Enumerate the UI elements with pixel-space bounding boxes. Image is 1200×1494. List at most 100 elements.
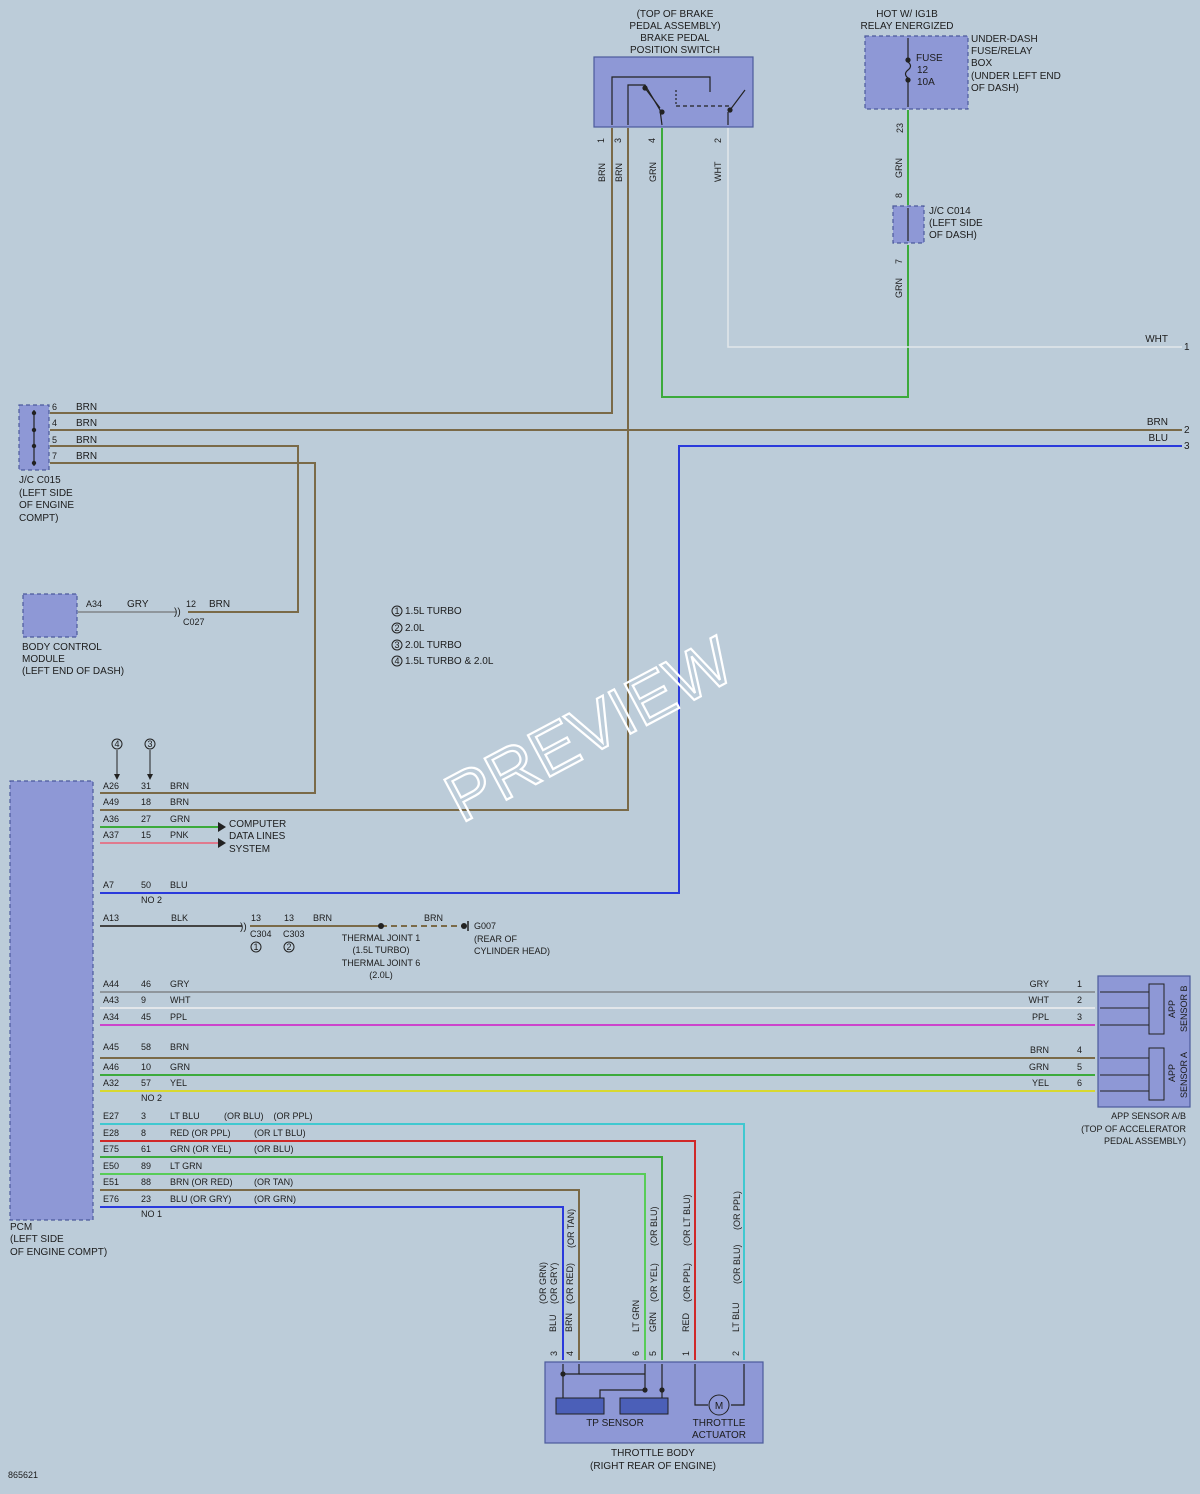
out-3-num: 3 xyxy=(1184,441,1190,452)
pcm-pin: A7 xyxy=(103,880,114,890)
fuse-box-pin: 23 xyxy=(895,123,905,133)
splice-icon xyxy=(378,923,384,929)
pcm-num: 8 xyxy=(141,1128,146,1138)
arrow-right-icon xyxy=(218,838,226,848)
app-pin-color-2: WHT xyxy=(1029,995,1050,1005)
app-pin-color-6: YEL xyxy=(1032,1078,1049,1088)
pcm-note-2: NO 2 xyxy=(141,1093,162,1103)
diagram-id: 865621 xyxy=(8,1470,38,1480)
ground-circuit: )) 13 13 BRN BRN C304 C303 1 2 THERMAL J… xyxy=(240,913,550,980)
app-pin-color-3: PPL xyxy=(1032,1012,1049,1022)
legend-text-4: 1.5L TURBO & 2.0L xyxy=(405,656,494,667)
pcm-num: 9 xyxy=(141,995,146,1005)
tb-pin-1: 1 xyxy=(681,1351,691,1356)
fuse-icon xyxy=(904,38,912,107)
body-control-module: A34 GRY )) 12 BRN C027 BODY CONTROL MODU… xyxy=(22,593,230,677)
ground-pin-2: 13 xyxy=(284,913,294,923)
app-pin-color-4: BRN xyxy=(1030,1045,1049,1055)
pcm-pin: A49 xyxy=(103,797,119,807)
tb-pin-4: 4 xyxy=(565,1351,575,1356)
pcm-pin: E50 xyxy=(103,1161,119,1171)
pcm-row: A13 BLK xyxy=(103,913,188,923)
pcm-color: BRN xyxy=(170,1042,189,1052)
ground-c304: C304 xyxy=(250,929,272,939)
pcm-variant-3: 3 xyxy=(147,739,152,749)
wire-e51-brn xyxy=(100,1189,580,1360)
pcm-num: 31 xyxy=(141,781,151,791)
pcm-row: A46 10 GRN xyxy=(103,1062,190,1072)
arrow-right-icon xyxy=(218,822,226,832)
tb-pin-6: 6 xyxy=(631,1351,641,1356)
wire-e76-blu xyxy=(100,1206,564,1360)
brake-switch-pin-1: 1 xyxy=(596,138,606,143)
pcm-row: A49 18 BRN xyxy=(103,797,189,807)
wire-brake-pin2-wht xyxy=(727,128,1182,348)
pcm-num: 45 xyxy=(141,1012,151,1022)
ground-color-2: BRN xyxy=(424,913,443,923)
bcm-label-3: (LEFT END OF DASH) xyxy=(22,666,124,677)
jc-c014: 8 J/C C014 (LEFT SIDE OF DASH) 7 GRN xyxy=(892,193,983,298)
pcm-alt: (OR BLU) (OR PPL) xyxy=(224,1111,313,1121)
app-sensor-label-3: PEDAL ASSEMBLY) xyxy=(1104,1136,1186,1146)
jc-c014-wire: GRN xyxy=(894,278,904,298)
jc-c015: 6 4 5 7 BRN BRN BRN BRN J/C C015 (LEFT S… xyxy=(18,402,97,524)
pcm-pin: A36 xyxy=(103,814,119,824)
pcm-variant-4: 4 xyxy=(114,739,119,749)
bcm-conn-color: BRN xyxy=(209,599,230,610)
pcm-row: A43 9 WHT xyxy=(103,995,191,1005)
jc-c014-pin-bottom: 7 xyxy=(894,259,904,264)
pcm-color: PNK xyxy=(170,830,189,840)
brake-switch-title-2: PEDAL ASSEMBLY) xyxy=(629,21,720,32)
pcm-note-1: NO 2 xyxy=(141,895,162,905)
jc-c014-label-1: J/C C014 xyxy=(929,206,971,217)
brake-pedal-position-switch: (TOP OF BRAKE PEDAL ASSEMBLY) BRAKE PEDA… xyxy=(593,9,754,182)
brake-switch-pin-4: 4 xyxy=(647,138,657,143)
pcm-row: A32 57 YEL xyxy=(103,1078,187,1088)
out-3-color: BLU xyxy=(1149,433,1168,444)
bcm-connector: C027 xyxy=(183,617,205,627)
tb-wire-alt-5: (OR YEL) xyxy=(649,1263,659,1302)
pcm-pin: E51 xyxy=(103,1177,119,1187)
bcm-pin: A34 xyxy=(86,599,102,609)
pcm-color: PPL xyxy=(170,1012,187,1022)
brake-switch-title-1: (TOP OF BRAKE xyxy=(637,9,714,20)
throttle-body-label-2: (RIGHT REAR OF ENGINE) xyxy=(590,1461,716,1472)
app-pin-num-5: 5 xyxy=(1077,1062,1082,1072)
tp-sensor-element-1 xyxy=(555,1397,605,1415)
tb-wire-color-2: LT BLU xyxy=(731,1302,741,1332)
switch-contacts-icon xyxy=(611,76,746,126)
out-1-num: 1 xyxy=(1184,342,1190,353)
wire-e27-ltblu xyxy=(100,1123,745,1360)
actuator-label-1: THROTTLE xyxy=(693,1418,746,1429)
app-pin-color-1: GRY xyxy=(1030,979,1049,989)
ground-pin-1: 13 xyxy=(251,913,261,923)
pcm-color: LT GRN xyxy=(170,1161,202,1171)
pcm-num: 3 xyxy=(141,1111,146,1121)
app-pin-num-6: 6 xyxy=(1077,1078,1082,1088)
motor-label: M xyxy=(715,1401,723,1412)
jc-c015-node xyxy=(31,460,37,466)
pcm-color: GRN (OR YEL) xyxy=(170,1144,231,1154)
pcm-color: LT BLU xyxy=(170,1111,200,1121)
tb-wire-alt-4: (OR RED) xyxy=(565,1263,575,1304)
legend-marker-icon xyxy=(391,622,403,634)
ground-joint-3: THERMAL JOINT 6 xyxy=(342,958,421,968)
pcm-row: A26 31 BRN xyxy=(103,781,189,791)
out-1-color: WHT xyxy=(1145,334,1168,345)
pcm-num: 88 xyxy=(141,1177,151,1187)
pcm-num: 61 xyxy=(141,1144,151,1154)
app-sensor-a-block: APP SENSOR A xyxy=(1100,1047,1189,1101)
app-sensor-b-block: APP SENSOR B xyxy=(1100,983,1189,1035)
wire-jc-pin7-brn xyxy=(50,462,316,794)
jc-c015-label-1: J/C C015 xyxy=(19,475,61,486)
pcm-color: BLK xyxy=(171,913,188,923)
pcm-num: 57 xyxy=(141,1078,151,1088)
tb-wire-alt-3: (OR GRN) xyxy=(538,1262,548,1304)
throttle-body-label-1: THROTTLE BODY xyxy=(611,1448,695,1459)
pcm-num: 15 xyxy=(141,830,151,840)
tb-wire-alt-1: (OR PPL) xyxy=(682,1263,692,1302)
pcm: PCM (LEFT SIDE OF ENGINE COMPT) 4 3 A26 … xyxy=(9,738,313,1258)
pcm-color: BLU (OR GRY) xyxy=(170,1194,231,1204)
jc-c015-pin-5: 5 xyxy=(52,435,57,445)
